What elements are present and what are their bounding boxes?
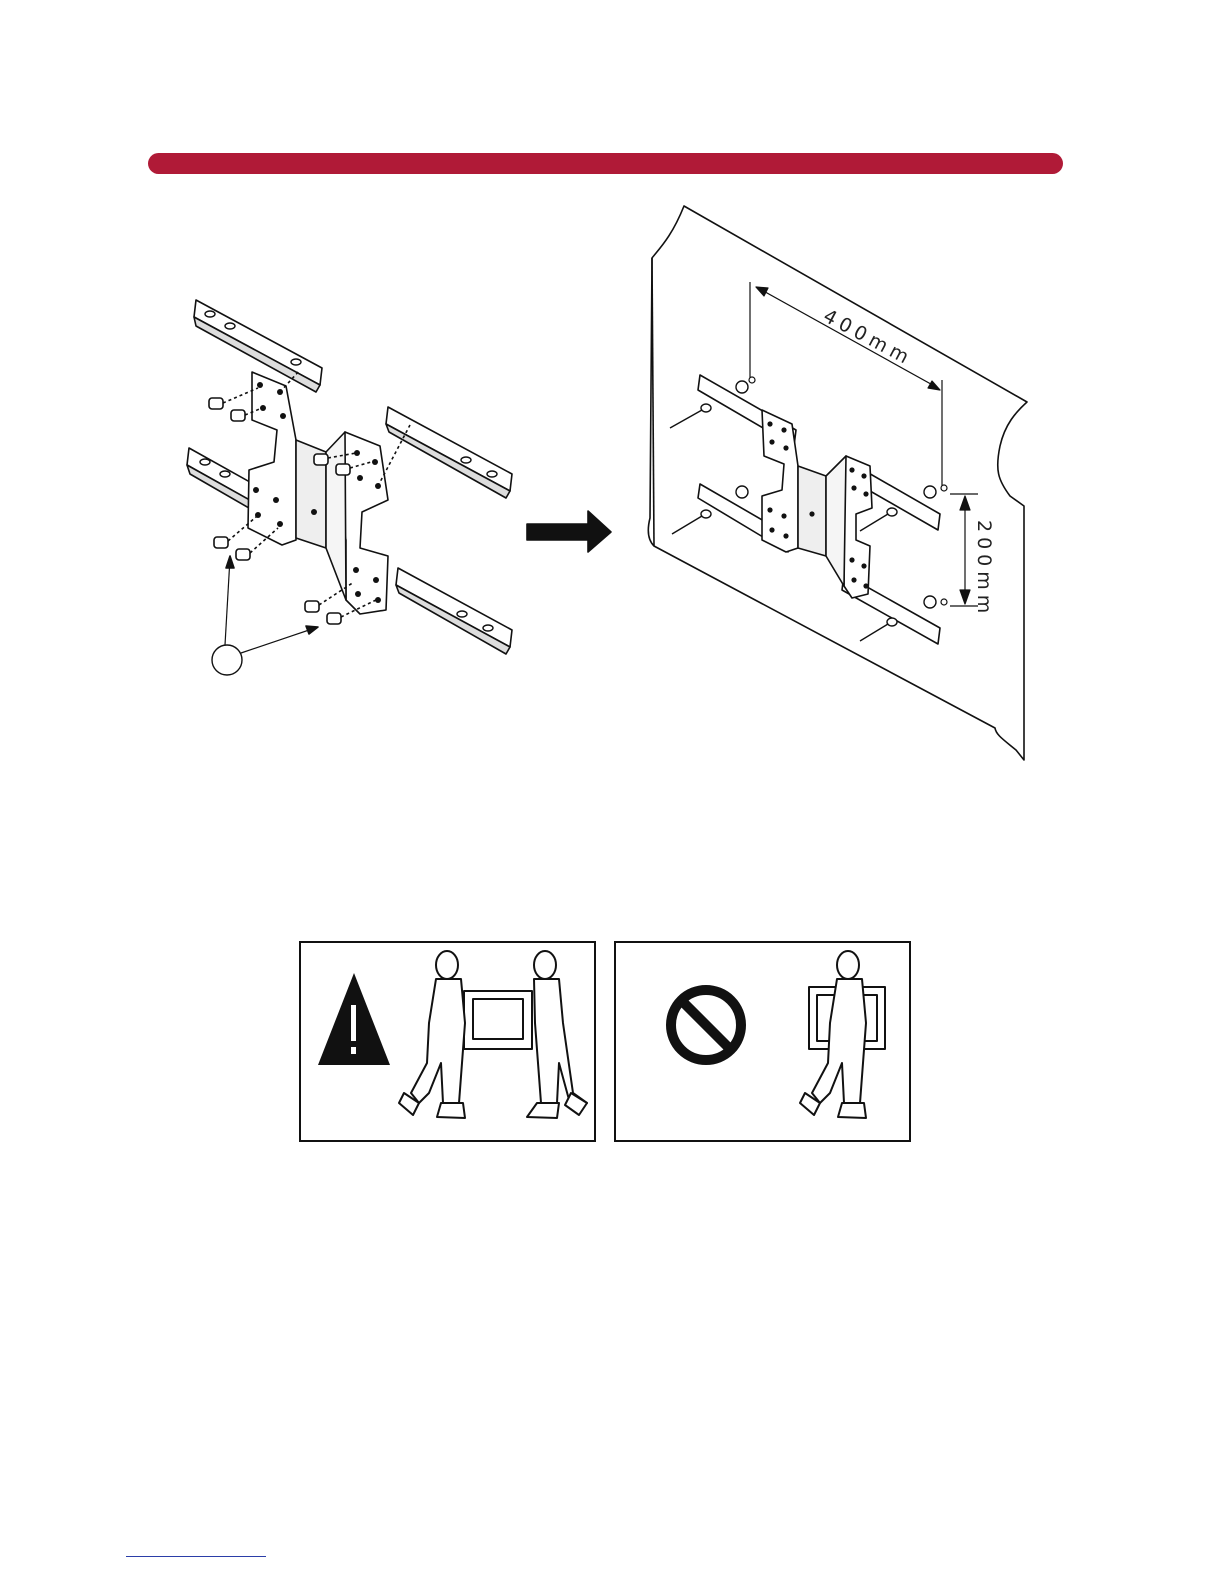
- callout: [212, 556, 318, 675]
- bracket-exploded-view: [187, 300, 512, 675]
- one-person-carrying-tv-illustration: [800, 951, 885, 1118]
- warning-triangle-icon: [318, 973, 390, 1065]
- two-persons-carrying-tv-illustration: [399, 951, 587, 1118]
- assembly-diagram: 400mm 200mm: [0, 0, 1225, 800]
- warning-panel-prohibited: [614, 941, 911, 1142]
- prohibition-icon: [671, 990, 741, 1060]
- warning-panel-correct: [299, 941, 596, 1142]
- footer-link-underline: [126, 1556, 266, 1557]
- right-arrow-icon: [527, 511, 611, 552]
- dimension-vertical-label: 200mm: [973, 520, 995, 618]
